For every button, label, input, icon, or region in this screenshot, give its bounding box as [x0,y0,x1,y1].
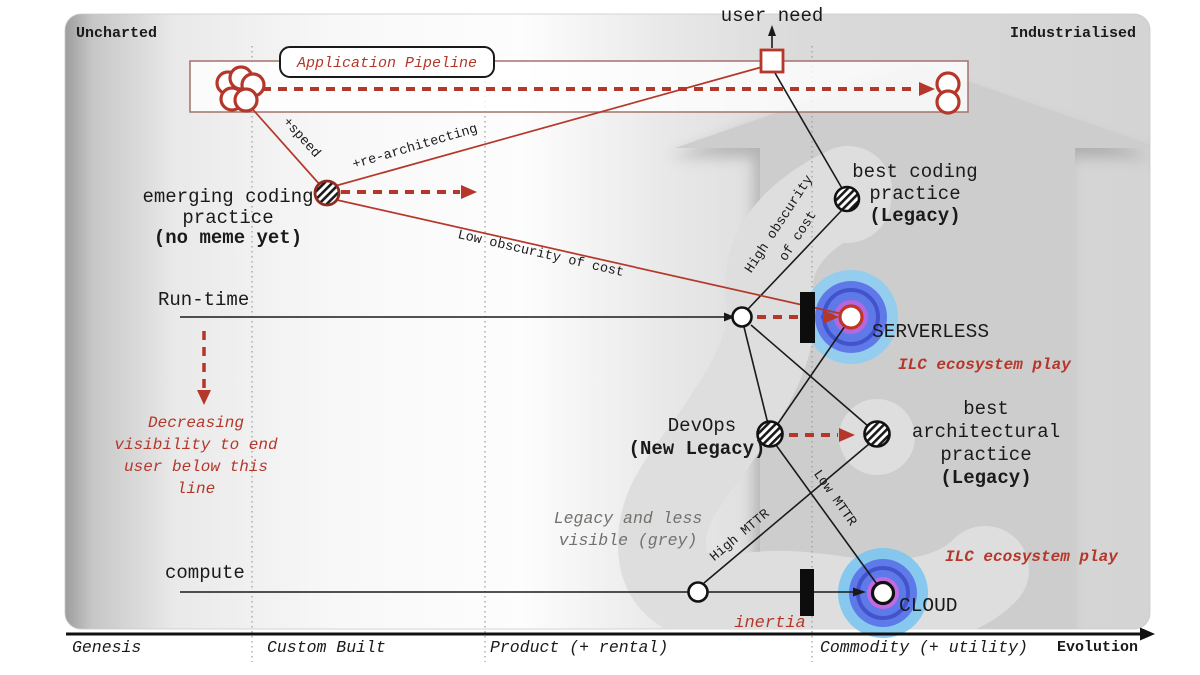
label-devops-2: (New Legacy) [629,438,766,460]
label-cloud: CLOUD [899,595,958,617]
label-inertia: inertia [734,614,805,633]
application-pipeline-pill [279,46,495,78]
pipeline-cluster-right-icon [935,71,961,115]
label-decreasing-3: user below this [124,458,268,476]
label-legacy-grey-2: visible (grey) [559,531,698,550]
inertia-bar-runtime [800,292,815,343]
axis-label-evolution: Evolution [1057,639,1138,656]
edge-runtime-bestarch [750,324,869,427]
compute-node [687,581,709,603]
label-runtime: Run-time [158,289,249,311]
edge-devops-cloud [775,444,880,588]
edge-emerging-userneed [334,66,763,187]
runtime-line-arrowhead [724,312,735,322]
label-best-coding-1: best coding [852,161,977,183]
red-edges [247,66,848,316]
label-ilc-cloud: ILC ecosystem play [945,548,1119,566]
edge-runtime-devops [743,326,769,425]
edge-emerging-serverless [336,199,848,316]
runtime-node [731,306,753,328]
label-industrialised: Industrialised [1010,25,1136,42]
edge-compute-bestarch [703,443,870,584]
map-edges [180,33,880,593]
label-uncharted: Uncharted [76,25,157,42]
edge-bestcoding-runtime [747,208,844,310]
devops-node [756,420,784,448]
label-emerging-1: emerging coding [142,186,313,208]
axis-label-genesis: Genesis [72,638,141,657]
label-best-arch-4: (Legacy) [940,467,1031,489]
label-emerging-3: (no meme yet) [154,227,302,249]
edge-cluster-emerging [247,103,322,187]
evolution-axis-arrowhead [1140,627,1155,641]
label-decreasing-4: line [177,480,215,498]
serverless-node [838,304,864,330]
label-user-need: user need [721,5,824,27]
pipeline-cluster-left-icon [215,65,266,113]
label-ilc-serverless: ILC ecosystem play [898,356,1072,374]
label-compute: compute [165,562,245,584]
label-best-coding-3: (Legacy) [869,205,960,227]
cloud-node [870,580,896,606]
edge-userneed-bestcoding [774,72,844,191]
emerging-practice-node [313,179,341,207]
best-arch-practice-node [863,420,891,448]
user-need-arrowhead [768,25,776,36]
compute-line-arrowhead [853,587,866,597]
label-decreasing-1: Decreasing [148,414,244,432]
label-serverless: SERVERLESS [872,321,989,343]
user-need-node [759,48,785,74]
application-pipeline-label: Application Pipeline [296,55,477,72]
label-best-arch-2: architectural [912,421,1060,443]
best-coding-practice-node [833,185,861,213]
label-emerging-2: practice [182,207,273,229]
axis-label-product: Product (+ rental) [490,638,668,657]
label-devops-1: DevOps [668,415,736,437]
axis-label-custom-built: Custom Built [267,638,386,657]
inertia-bar-compute [800,569,814,616]
axis-label-commodity: Commodity (+ utility) [820,638,1028,657]
label-best-coding-2: practice [869,183,960,205]
movement-arrowheads [197,82,935,442]
label-best-arch-3: practice [940,444,1031,466]
label-decreasing-2: visibility to end [114,436,278,454]
label-best-arch-1: best [963,398,1009,420]
edge-serverless-devops [776,325,846,426]
label-legacy-grey-1: Legacy and less [554,509,703,528]
